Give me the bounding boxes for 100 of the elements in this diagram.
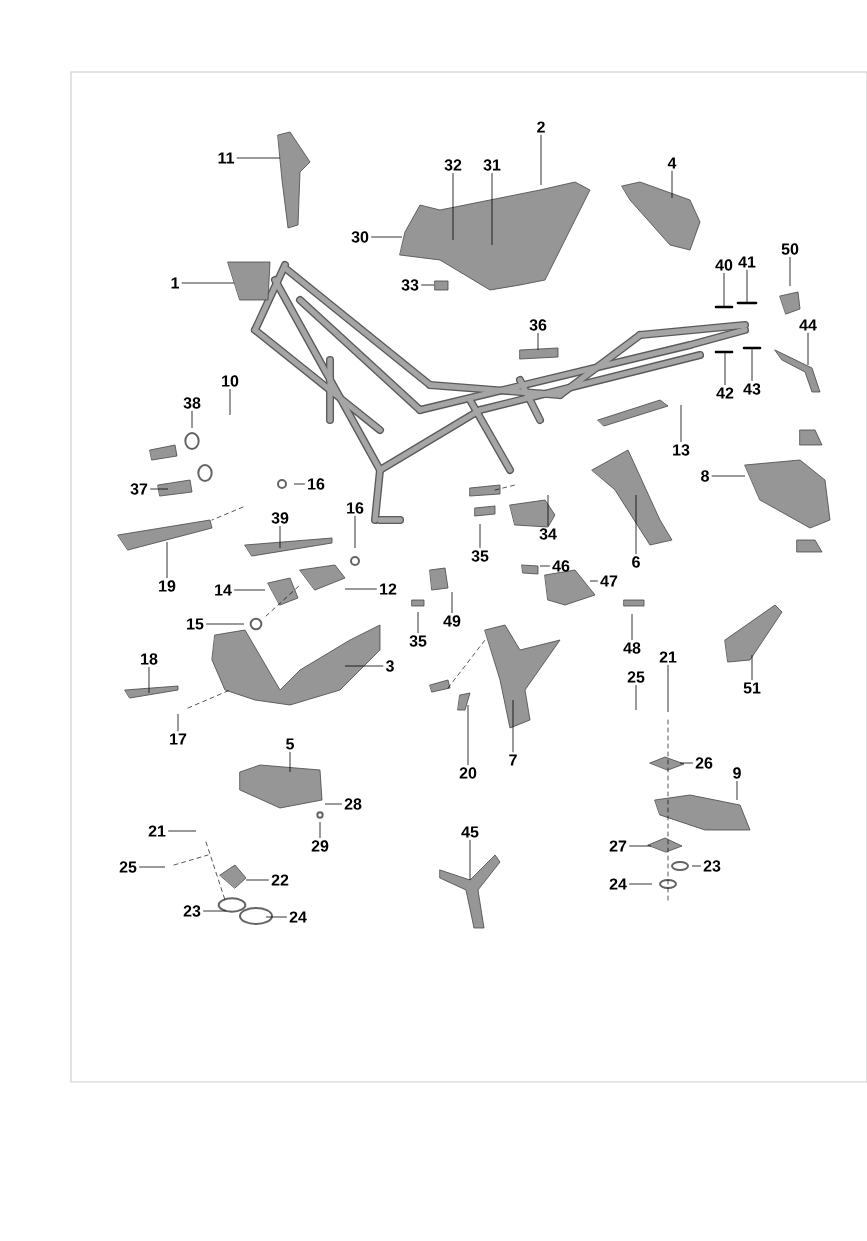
leader-line	[491, 172, 493, 246]
callout-number: 33	[401, 279, 419, 291]
callout-number: 34	[539, 528, 557, 540]
callout-number: 9	[733, 767, 741, 779]
leader-line	[138, 866, 166, 868]
leader-line	[628, 883, 653, 885]
callout-number: 19	[159, 580, 176, 592]
leader-line	[671, 170, 673, 199]
callout-number: 30	[351, 231, 369, 243]
callout-number: 29	[311, 840, 329, 852]
leader-line	[166, 541, 168, 579]
leader-line	[679, 762, 694, 764]
leader-line	[233, 589, 266, 591]
callout-number: 24	[289, 911, 307, 923]
callout-number: 31	[483, 159, 501, 171]
leader-line	[289, 751, 291, 773]
callout-number: 41	[738, 256, 756, 268]
callout-number: 13	[673, 444, 690, 456]
callout-number: 21	[148, 825, 166, 837]
callout-number: 1	[171, 277, 179, 289]
leader-line	[236, 157, 281, 159]
leader-line	[319, 821, 321, 839]
leader-line	[680, 404, 682, 443]
callout-number: 38	[183, 397, 201, 409]
callout-number: 11	[218, 152, 234, 164]
leader-line	[746, 269, 748, 303]
callout-number: 35	[409, 635, 427, 647]
callout-number: 47	[600, 575, 618, 587]
leader-line	[191, 410, 193, 429]
callout-number: 39	[271, 512, 289, 524]
callout-number: 23	[703, 860, 721, 872]
callout-number: 3	[385, 660, 394, 672]
callout-number: 51	[743, 682, 761, 694]
callout-number: 49	[443, 615, 461, 627]
callout-number: 20	[459, 767, 477, 779]
leader-line	[177, 713, 179, 732]
leader-line	[202, 910, 227, 912]
leader-line	[751, 347, 753, 382]
callout-number: 44	[799, 319, 817, 331]
callout-number: 22	[271, 874, 289, 886]
leader-line	[711, 475, 746, 477]
leader-line	[420, 284, 435, 286]
leader-line	[631, 613, 633, 641]
leader-line	[279, 525, 281, 549]
leader-line	[149, 488, 169, 490]
callout-number: 35	[471, 550, 489, 562]
leader-line	[628, 845, 652, 847]
leader-line	[344, 665, 384, 667]
leader-line	[691, 865, 702, 867]
callout-number: 17	[170, 733, 187, 745]
leader-line	[635, 684, 637, 711]
callout-number: 25	[119, 861, 137, 873]
callout-number: 21	[659, 651, 677, 663]
callout-number: 50	[781, 243, 799, 255]
leader-line	[265, 916, 288, 918]
callout-number: 16	[347, 502, 364, 514]
leader-line	[229, 388, 231, 416]
leader-line	[736, 780, 738, 801]
callout-number: 18	[141, 653, 158, 665]
leader-line	[167, 830, 197, 832]
callout-number: 27	[609, 840, 627, 852]
leader-line	[293, 483, 306, 485]
callout-number: 10	[222, 375, 239, 387]
leader-line	[344, 588, 378, 590]
callout-number: 46	[552, 560, 570, 572]
callout-number: 8	[701, 470, 709, 482]
callout-number: 14	[215, 584, 232, 596]
callout-number: 5	[286, 738, 294, 750]
leader-line	[667, 664, 669, 713]
leader-line	[723, 272, 725, 307]
leader-line	[148, 666, 150, 694]
leader-line	[370, 236, 403, 238]
leader-line	[724, 351, 726, 386]
callout-number: 37	[130, 483, 148, 495]
callout-number: 6	[632, 556, 640, 568]
callout-number: 24	[609, 878, 627, 890]
callout-number: 45	[461, 826, 479, 838]
leader-line	[539, 565, 551, 567]
leader-line	[751, 654, 753, 681]
callout-number: 26	[695, 757, 713, 769]
leader-line	[635, 494, 637, 555]
callout-number: 40	[715, 259, 733, 271]
leader-line	[245, 879, 270, 881]
callout-number: 36	[529, 319, 547, 331]
leader-line	[540, 134, 542, 186]
leader-line	[451, 591, 453, 614]
leader-line	[452, 172, 454, 241]
callout-number: 16	[308, 478, 325, 490]
leader-line	[479, 523, 481, 549]
leader-line	[589, 580, 599, 582]
callout-number: 42	[716, 387, 734, 399]
callout-number: 4	[667, 157, 677, 169]
callout-number: 48	[623, 642, 641, 654]
callout-number: 12	[380, 583, 397, 595]
leader-line	[789, 256, 791, 287]
leader-line	[469, 839, 471, 881]
leader-line	[181, 282, 235, 284]
leader-line	[547, 494, 549, 527]
leader-line	[324, 803, 343, 805]
leader-line	[467, 704, 469, 766]
